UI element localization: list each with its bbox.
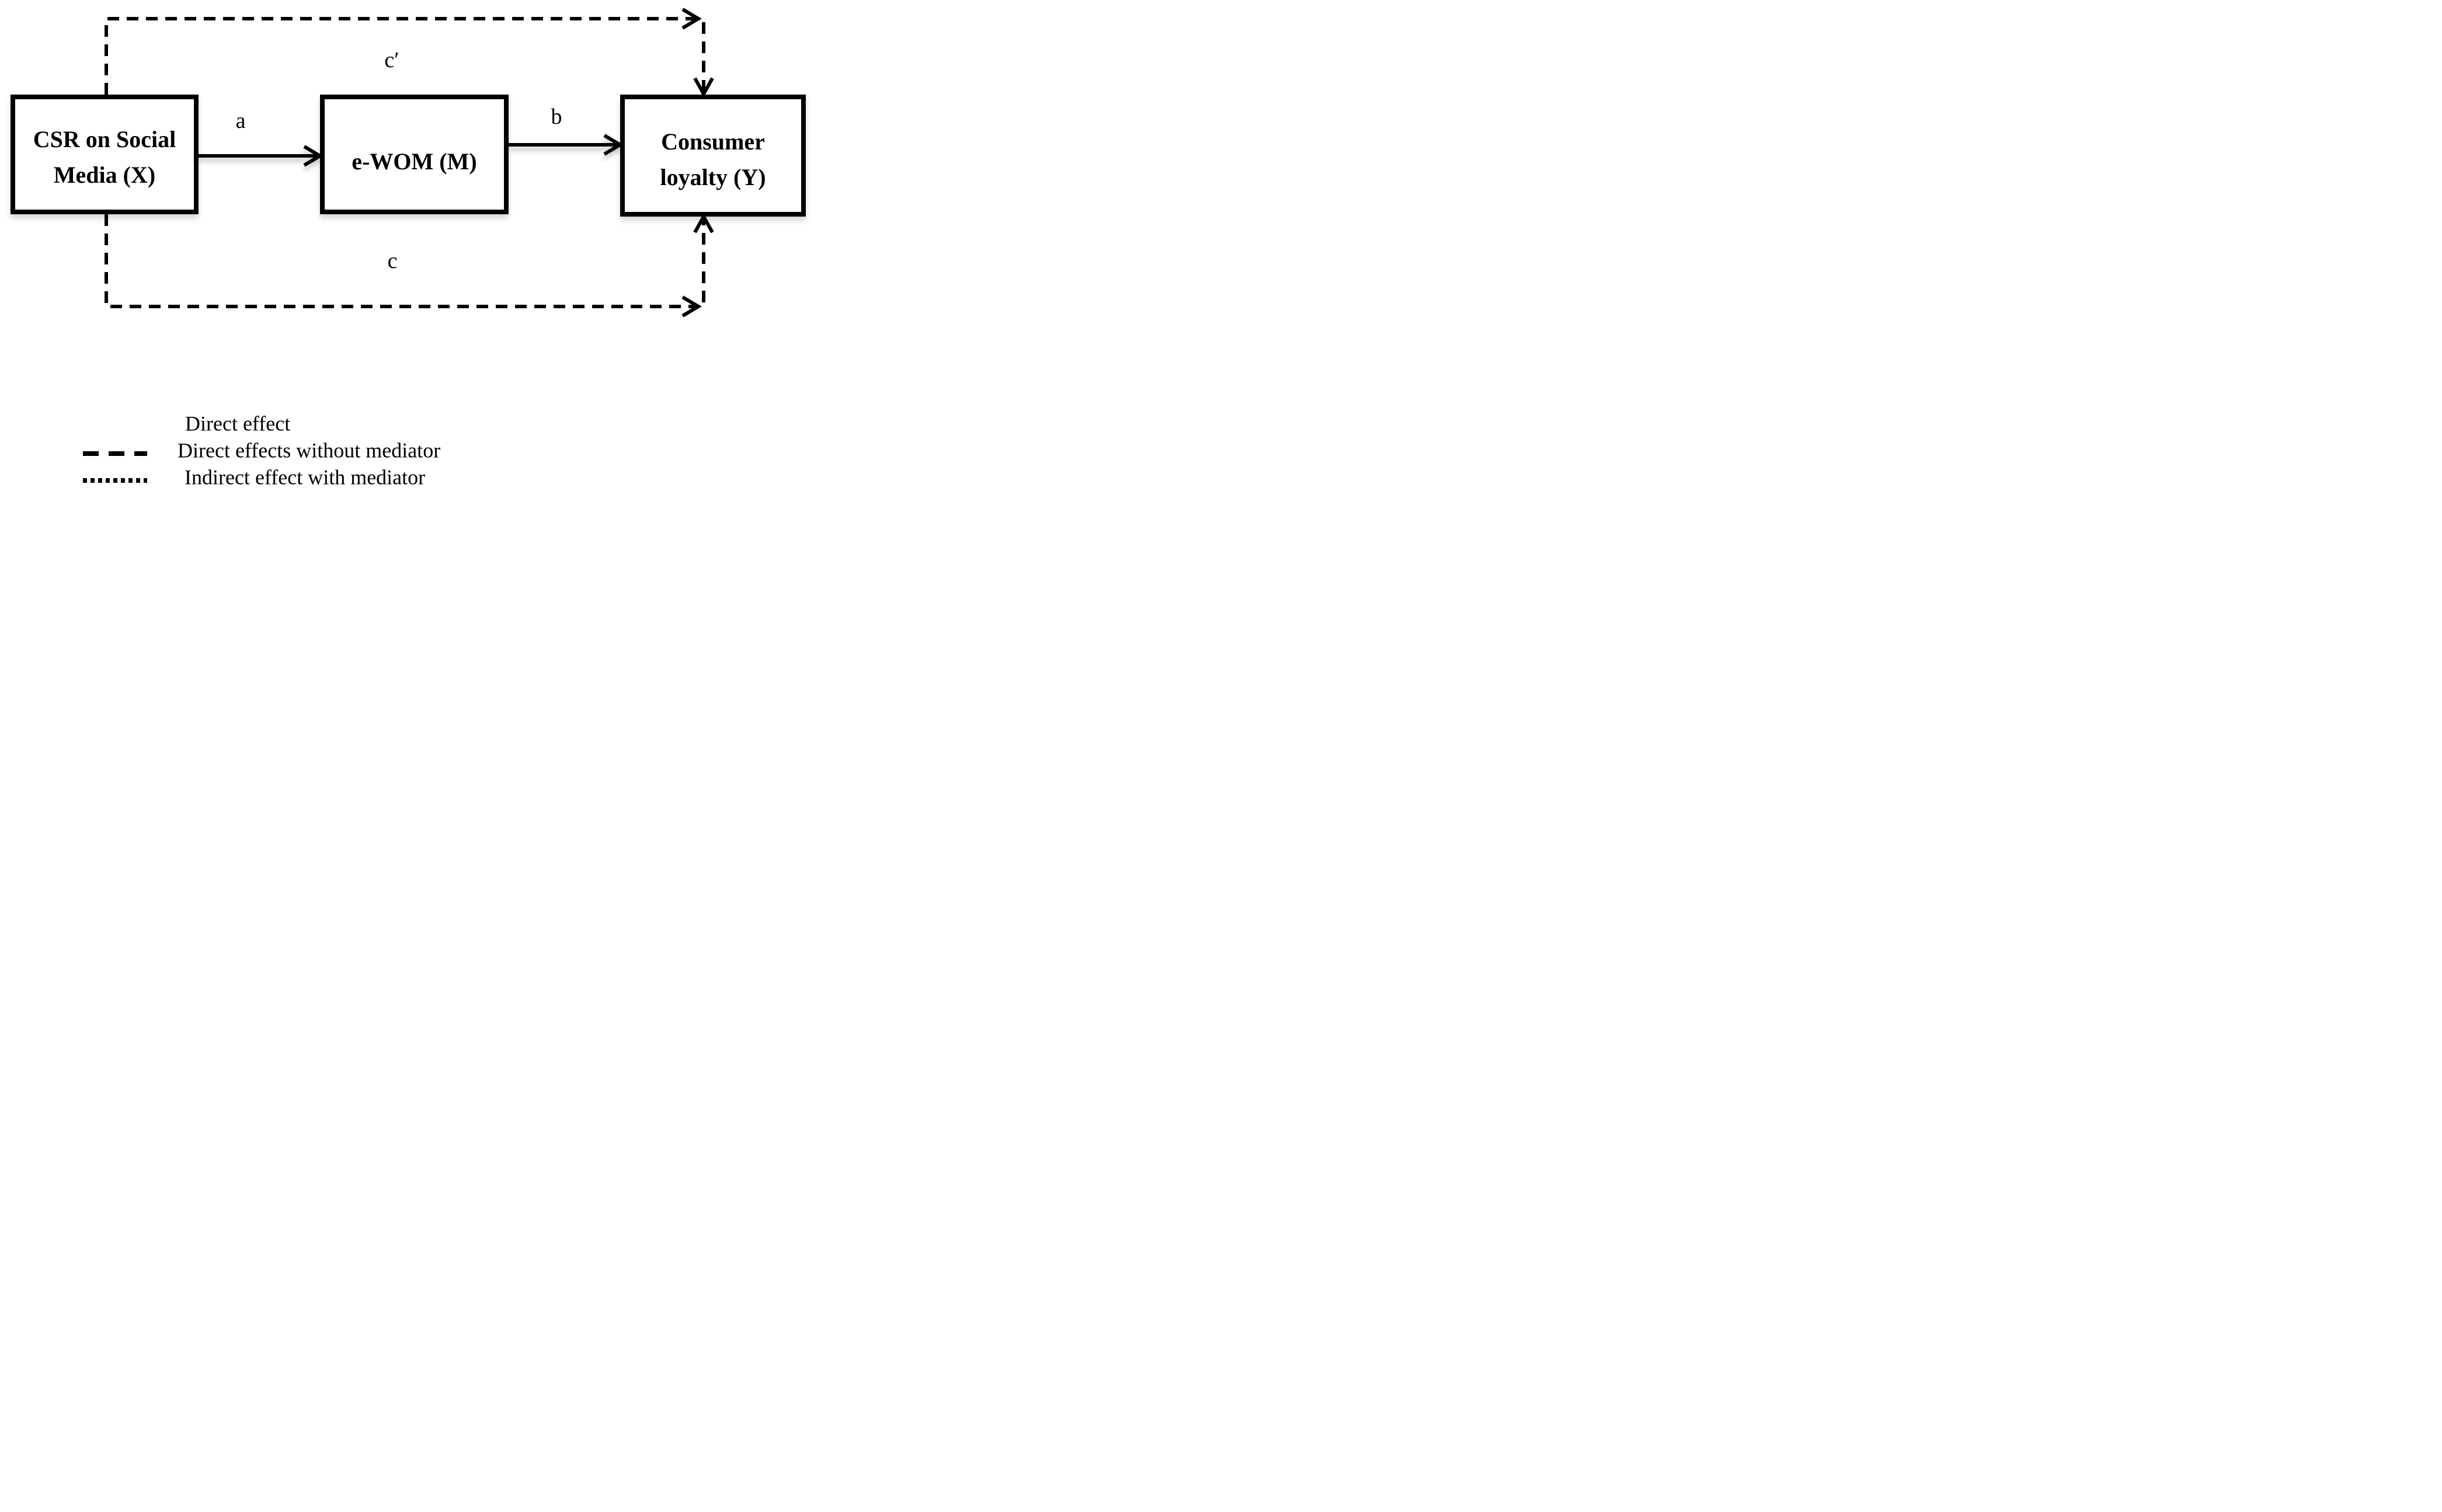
diagram-connectors	[105, 8, 714, 318]
arrowhead-right-icon	[681, 295, 702, 318]
legend-label-direct-effect: Direct effect	[185, 412, 291, 436]
mediation-diagram: CSR on Social Media (X) e-WOM (M) Consum…	[0, 0, 814, 504]
box-csr-line1: CSR on Social	[33, 126, 176, 152]
box-consumer-loyalty-y: Consumer loyalty (Y)	[620, 95, 806, 217]
box-ewom-m: e-WOM (M)	[320, 95, 509, 214]
arrowhead-down-icon	[693, 77, 714, 98]
box-loyalty-line2: loyalty (Y)	[660, 163, 766, 190]
path-label-c: c	[387, 249, 398, 273]
arrowhead-right-icon	[681, 8, 702, 30]
box-loyalty-line1: Consumer	[661, 128, 765, 155]
arrow-b-direct-m-to-y	[509, 134, 624, 156]
dotted-line-swatch-icon	[83, 478, 147, 483]
box-csr-social-media-x: CSR on Social Media (X)	[11, 95, 199, 214]
box-csr-line2: Media (X)	[53, 161, 156, 188]
dashed-path-c-prime	[105, 8, 714, 98]
arrow-a-direct-x-to-m	[199, 145, 323, 167]
box-ewom-line1: e-WOM (M)	[352, 148, 477, 175]
dashed-path-c	[105, 212, 714, 318]
path-label-c-prime: c′	[384, 48, 399, 72]
path-label-a: a	[235, 109, 246, 133]
legend-label-indirect-with-mediator: Indirect effect with mediator	[185, 465, 426, 489]
dashed-line-swatch-icon	[83, 451, 147, 456]
legend-label-direct-without-mediator: Direct effects without mediator	[178, 438, 441, 462]
arrowhead-up-icon	[693, 212, 714, 234]
solid-line-swatch-icon	[76, 424, 144, 428]
path-label-b: b	[551, 104, 562, 129]
